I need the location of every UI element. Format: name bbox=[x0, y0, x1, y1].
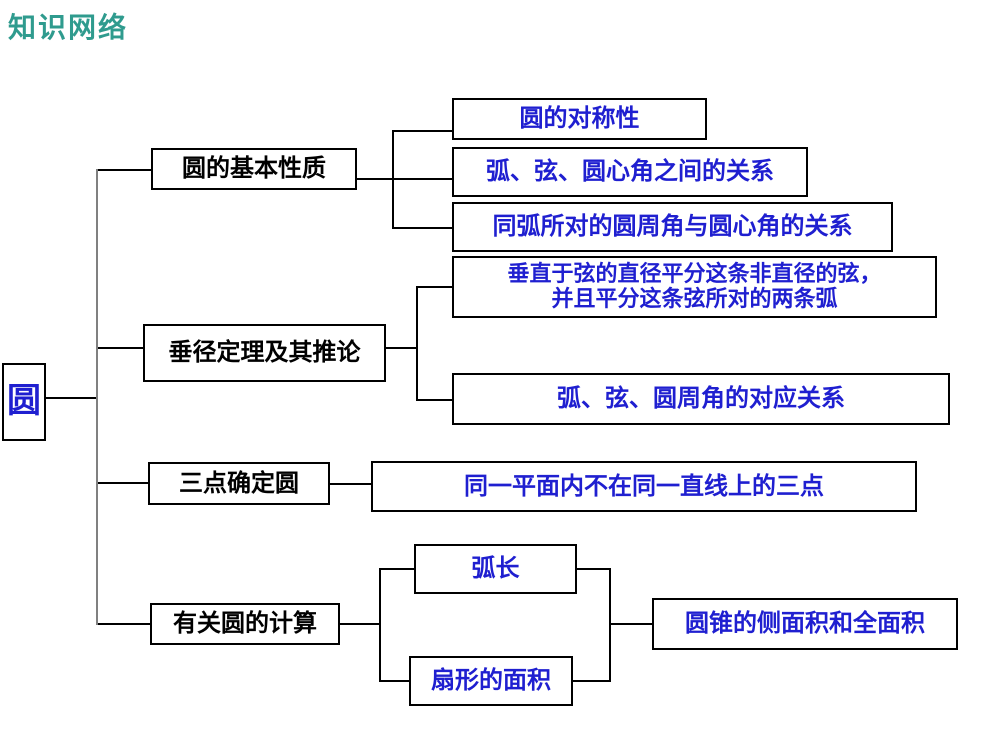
page-title: 知识网络 bbox=[8, 11, 129, 44]
node-circle-calculations: 有关圆的计算 bbox=[150, 603, 340, 645]
connector-trunk-to-basic-properties bbox=[98, 169, 151, 171]
connector-calculations-vertical bbox=[379, 568, 381, 682]
leaf-sector-area-label: 扇形的面积 bbox=[431, 666, 551, 695]
connector-three-points-to-leaf bbox=[330, 483, 371, 485]
leaf-perpendicular-bisects-chord-line2: 并且平分这条弦所对的两条弧 bbox=[551, 287, 838, 312]
connector-basic-properties-main bbox=[357, 178, 452, 180]
leaf-arc-length: 弧长 bbox=[414, 544, 577, 594]
connector-cone-vertical bbox=[609, 568, 611, 682]
leaf-arc-chord-inscribed-angle: 弧、弦、圆周角的对应关系 bbox=[452, 373, 950, 425]
leaf-sector-area: 扇形的面积 bbox=[409, 656, 573, 706]
connector-trunk-to-perpendicular-theorem bbox=[98, 347, 143, 349]
connector-arc-length-right bbox=[577, 568, 611, 570]
node-circle-root: 圆 bbox=[2, 363, 46, 441]
leaf-perpendicular-bisects-chord: 垂直于弦的直径平分这条非直径的弦， 并且平分这条弦所对的两条弧 bbox=[452, 256, 937, 318]
leaf-inscribed-vs-central-angle-label: 同弧所对的圆周角与圆心角的关系 bbox=[492, 212, 853, 241]
node-circle-root-label: 圆 bbox=[7, 381, 41, 422]
leaf-arc-chord-inscribed-angle-label: 弧、弦、圆周角的对应关系 bbox=[557, 384, 845, 413]
connector-basic-properties-vertical bbox=[392, 130, 394, 229]
node-three-points-determine-circle: 三点确定圆 bbox=[148, 462, 330, 505]
node-three-points-label: 三点确定圆 bbox=[179, 468, 299, 497]
node-circle-calculations-label: 有关圆的计算 bbox=[173, 609, 317, 638]
connector-to-cone-surface bbox=[609, 623, 652, 625]
connector-to-symmetry bbox=[392, 130, 452, 132]
node-perpendicular-diameter-theorem: 垂径定理及其推论 bbox=[143, 324, 386, 382]
leaf-arc-chord-central-angle-label: 弧、弦、圆心角之间的关系 bbox=[486, 157, 774, 186]
connector-to-arc-length bbox=[379, 568, 414, 570]
connector-perpendicular-theorem-vertical bbox=[416, 286, 418, 401]
leaf-inscribed-vs-central-angle: 同弧所对的圆周角与圆心角的关系 bbox=[452, 202, 893, 252]
connector-trunk-to-three-points bbox=[98, 482, 148, 484]
leaf-three-noncollinear-points: 同一平面内不在同一直线上的三点 bbox=[371, 461, 917, 512]
connector-to-inscribed-vs-central bbox=[392, 227, 452, 229]
leaf-circle-symmetry-label: 圆的对称性 bbox=[519, 104, 640, 133]
connector-sector-area-right bbox=[573, 680, 611, 682]
connector-trunk-to-calculations bbox=[98, 623, 150, 625]
connector-perpendicular-theorem-main bbox=[386, 347, 417, 349]
leaf-perpendicular-bisects-chord-line1: 垂直于弦的直径平分这条非直径的弦， bbox=[507, 261, 882, 287]
connector-to-arc-chord-inscribed bbox=[416, 399, 452, 401]
leaf-arc-chord-central-angle: 弧、弦、圆心角之间的关系 bbox=[452, 147, 808, 197]
connector-to-sector-area bbox=[379, 680, 409, 682]
leaf-cone-surface-area-label: 圆锥的侧面积和全面积 bbox=[685, 609, 925, 638]
node-basic-properties-label: 圆的基本性质 bbox=[182, 154, 326, 183]
leaf-cone-surface-area: 圆锥的侧面积和全面积 bbox=[652, 598, 958, 650]
leaf-three-noncollinear-points-label: 同一平面内不在同一直线上的三点 bbox=[464, 471, 824, 500]
leaf-arc-length-label: 弧长 bbox=[471, 554, 520, 583]
leaf-circle-symmetry: 圆的对称性 bbox=[452, 98, 707, 140]
connector-trunk-vertical bbox=[96, 169, 98, 625]
connector-root-to-trunk bbox=[46, 397, 96, 399]
node-basic-properties: 圆的基本性质 bbox=[151, 148, 357, 190]
connector-to-bisects-chord bbox=[416, 286, 452, 288]
connector-calculations-main bbox=[340, 623, 380, 625]
node-perpendicular-diameter-theorem-label: 垂径定理及其推论 bbox=[168, 338, 361, 367]
